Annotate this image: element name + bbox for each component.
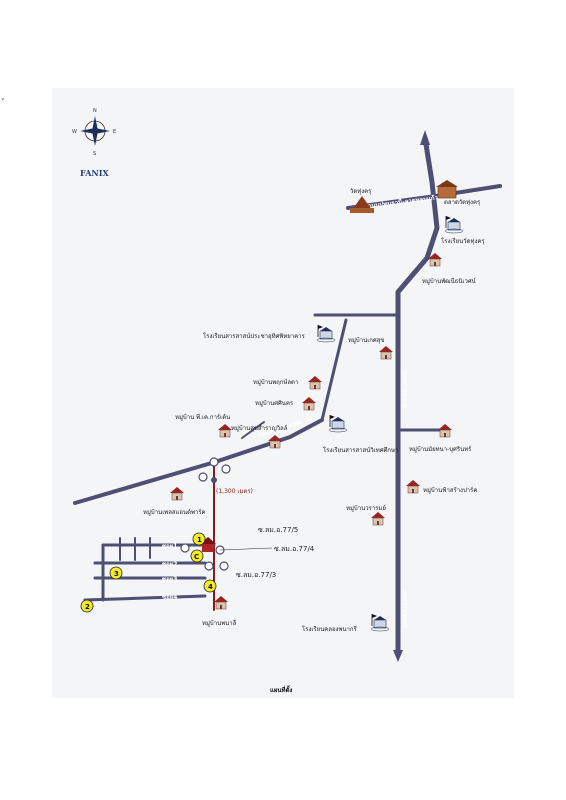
place-village-fah: หมู่บ้านฟ้าสร้างปาร์ค — [423, 486, 477, 494]
branch-label-b: ซอย2 — [162, 561, 177, 568]
place-school-mid: โรงเรียนสารสาสน์ประชาอุทิศพิทยาคาร — [203, 332, 306, 340]
svg-text:C: C — [194, 553, 199, 561]
place-village-nakorn: หมู่บ้านศศินคร — [255, 400, 294, 407]
link-road-up — [320, 318, 348, 422]
arrow-down-icon — [393, 650, 403, 662]
corner-mark: ˅ — [1, 98, 5, 106]
map-caption: แผนที่ตั้ง — [270, 684, 292, 694]
arrow-up-icon — [420, 130, 430, 145]
temple-icon — [350, 196, 374, 213]
place-school-witek: โรงเรียนสารสาสน์วิเทศศึกษา — [323, 446, 398, 454]
place-village-pk: หมู่บ้าน พี.เค.การ์เด้น — [175, 413, 230, 421]
soi-label-77-4: ซ.ลม.อ.77/4 — [274, 545, 315, 553]
soi-label-77-3: ซ.ลม.อ.77/3 — [236, 571, 276, 579]
market-icon — [436, 180, 458, 199]
marker-3: 3 — [109, 566, 123, 580]
marker-1: 1 — [192, 532, 206, 546]
main-road-right — [395, 135, 440, 658]
svg-text:2: 2 — [85, 603, 90, 611]
place-village-srinakarin: หมู่บ้านมัยทนา-บุศรินทร์ — [409, 445, 472, 453]
main-diagonal-road — [73, 418, 324, 505]
place-village-panasri: หมู่บ้านพนาลี — [202, 619, 237, 627]
road-label-vertical: ถนนราชพฤกษ์ — [401, 370, 409, 408]
brand-label: FANIX — [80, 168, 109, 178]
svg-text:3: 3 — [114, 570, 119, 578]
compass-rose-icon: N S E W — [72, 108, 116, 157]
place-school-klong: โรงเรียนคลองพนากรี — [302, 625, 358, 633]
marker-c: C — [190, 549, 204, 563]
spur-road — [241, 421, 265, 439]
place-village-suk: หมู่บ้านสุขสำราญวิลล์ — [231, 424, 288, 432]
branch-label-a: ซอย1 — [162, 543, 177, 550]
grid-road-4 — [83, 594, 207, 602]
place-market: ตลาดวัดทุ่งครุ — [444, 199, 481, 206]
branch-label-c: ซอย3 — [162, 576, 177, 583]
place-village-pruksa: หมู่บ้านพฤกษ์ลดา — [253, 378, 298, 386]
place-village-wararom: หมู่บ้านวรารมย์ — [346, 504, 386, 512]
place-wat: วัดทุ่งครุ — [350, 188, 372, 195]
branch-label-d: ซอย4 — [162, 594, 177, 601]
place-village-top: หมู่บ้านพัฒนีธนิเวศน์ — [422, 277, 476, 285]
place-village-pleasant: หมู่บ้านเพลสแอนด์พาร์ค — [143, 508, 206, 516]
road-label-vertical-bottom: ถนนราชพฤกษ์ — [401, 590, 409, 628]
compass-w: W — [72, 129, 77, 135]
soi-label-77-5: ซ.ลม.อ.77/5 — [258, 526, 298, 534]
leader-line-1 — [219, 547, 273, 551]
place-village-kesuk: หมู่บ้านเกศสุข — [348, 337, 384, 344]
place-school-top: โรงเรียนวัดทุ่งครุ — [441, 237, 485, 245]
compass-s: S — [93, 151, 96, 157]
junction-icons — [198, 457, 231, 483]
svg-text:1: 1 — [197, 536, 202, 544]
compass-e: E — [113, 129, 116, 135]
top-road — [346, 184, 502, 210]
marker-2: 2 — [80, 599, 94, 613]
compass-n: N — [93, 108, 97, 114]
svg-text:4: 4 — [208, 583, 213, 591]
distance-label: (1,300 เมตร) — [216, 488, 253, 495]
marker-4: 4 — [203, 579, 217, 593]
map-paper — [52, 88, 514, 698]
